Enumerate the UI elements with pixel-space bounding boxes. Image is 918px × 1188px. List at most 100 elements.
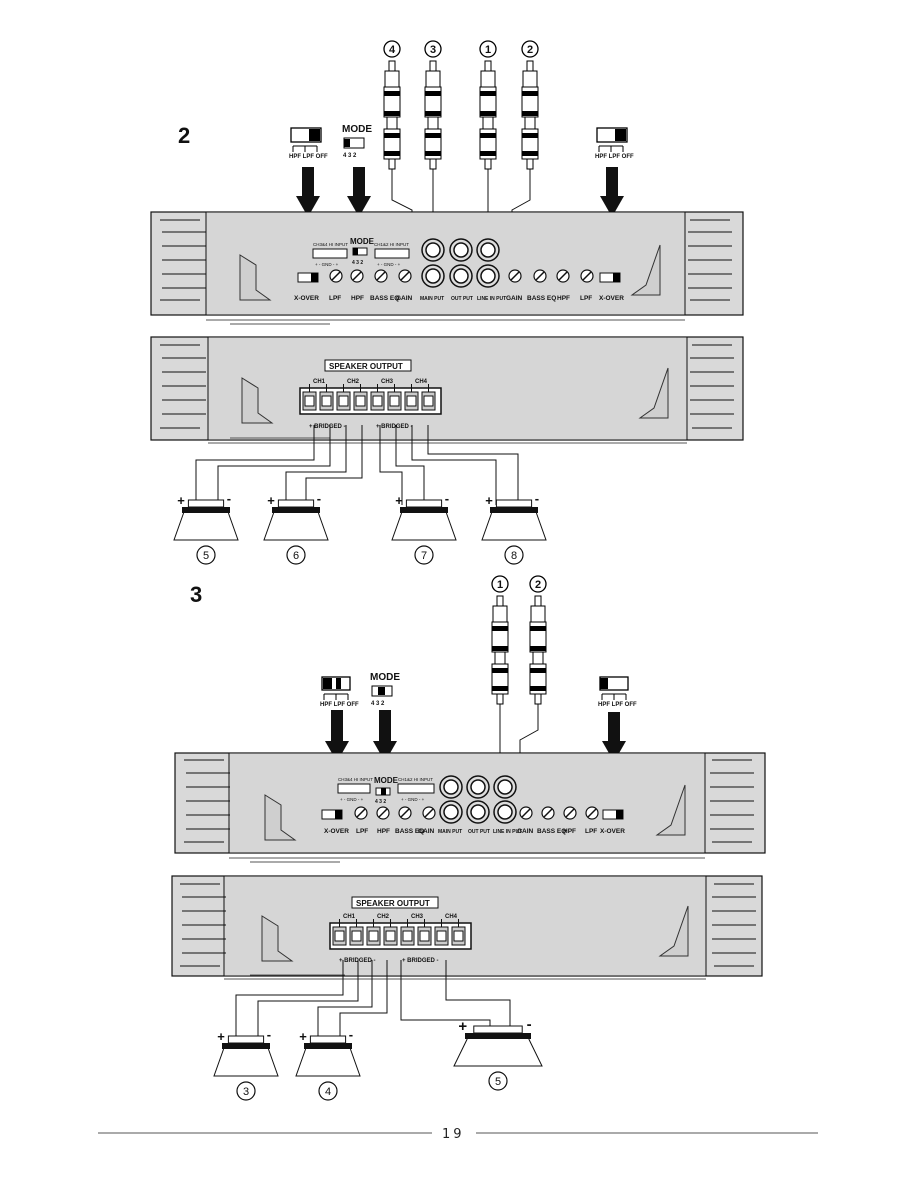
speaker-terminal	[302, 384, 317, 411]
rca-jack	[439, 775, 463, 799]
gnd-label: + - GND - +	[340, 797, 364, 802]
speaker-number: 7	[421, 550, 427, 562]
mode-positions: 4 3 2	[343, 153, 357, 159]
minus-sign: -	[535, 491, 539, 506]
speaker-number: 5	[203, 550, 209, 562]
hi-input-label: CH1&2 HI INPUT	[398, 777, 433, 782]
channel-label: CH4	[445, 914, 458, 920]
speaker-icon: +-3	[213, 1027, 279, 1101]
control-knob	[350, 269, 364, 283]
section-3-label: 3	[190, 582, 202, 607]
jack-label: OUT PUT	[468, 829, 490, 835]
hi-input-label: CH3&4 HI INPUT	[338, 777, 373, 782]
control-knob	[563, 806, 577, 820]
section2-amplifier-control-panel: CH3&4 HI INPUT CH1&2 HI INPUT + - GND - …	[150, 211, 744, 325]
speaker-number: 4	[325, 1086, 331, 1098]
rca-jack	[449, 238, 473, 262]
rca-jack	[421, 238, 445, 262]
channel-label: CH3	[411, 914, 424, 920]
arrow-down-icon	[325, 710, 349, 762]
rca-plug: 2	[521, 40, 539, 170]
channel-label: CH3	[381, 379, 394, 385]
rca-jack	[466, 800, 490, 824]
control-knob	[556, 269, 570, 283]
gnd-label: + - GND - +	[315, 262, 339, 267]
plus-sign: +	[267, 493, 275, 508]
jack-label: OUT PUT	[451, 296, 473, 302]
control-label: LPF	[585, 828, 597, 835]
rca-number: 4	[389, 44, 396, 56]
rca-number: 1	[485, 44, 491, 56]
minus-sign: -	[267, 1027, 271, 1042]
speaker-number: 5	[495, 1076, 501, 1088]
speaker-terminal	[383, 919, 398, 946]
gnd-label: + - GND - +	[377, 262, 401, 267]
control-label: BASS EQ	[537, 828, 566, 835]
control-knob	[354, 806, 368, 820]
minus-sign: -	[317, 491, 321, 506]
jack-label: MAIN PUT	[438, 829, 462, 835]
section2-speaker-output-panel: SPEAKER OUTPUT CH1 CH2 CH3 CH4 + BRIDGED…	[150, 336, 744, 444]
control-label: X-OVER	[294, 295, 319, 302]
jack-label: MAIN PUT	[420, 296, 444, 302]
hi-input-label: CH3&4 HI INPUT	[313, 242, 348, 247]
rca-jack	[476, 238, 500, 262]
rca-plug: 2	[529, 575, 547, 705]
hi-input-label: CH1&2 HI INPUT	[374, 242, 409, 247]
bridged-label: + BRIDGED -	[402, 958, 439, 964]
switch-label: HPF LPF OFF	[598, 702, 637, 708]
section2-mode-switch: MODE 4 3 2	[342, 124, 372, 159]
speaker-icon: +-4	[295, 1027, 361, 1101]
speaker-terminal	[332, 919, 347, 946]
arrow-down-icon	[600, 167, 624, 217]
rca-jack	[476, 264, 500, 288]
channel-label: CH4	[415, 379, 428, 385]
speaker-icon: +-7	[391, 491, 457, 565]
rca-jack	[493, 800, 517, 824]
rca-plug: 3	[424, 40, 442, 170]
control-label: X-OVER	[600, 828, 625, 835]
control-knob	[398, 806, 412, 820]
minus-sign: -	[349, 1027, 353, 1042]
control-label: GAIN	[517, 828, 534, 835]
rca-jack	[493, 775, 517, 799]
speaker-terminal	[400, 919, 415, 946]
speaker-icon: +-6	[263, 491, 329, 565]
speaker-output-title: SPEAKER OUTPUT	[356, 899, 430, 908]
section2-left-xover-switch: HPF LPF OFF	[289, 127, 328, 160]
gnd-label: + - GND - +	[401, 797, 425, 802]
control-knob	[376, 806, 390, 820]
channel-label: CH1	[313, 379, 326, 385]
arrow-down-icon	[602, 712, 626, 762]
mode-label: MODE	[350, 237, 375, 246]
switch-label: HPF LPF OFF	[320, 702, 359, 708]
rca-jack	[421, 264, 445, 288]
channel-label: CH2	[377, 914, 390, 920]
plus-sign: +	[458, 1018, 467, 1035]
section2-speaker-wires	[195, 425, 519, 505]
control-label: GAIN	[396, 295, 413, 302]
control-knob	[580, 269, 594, 283]
control-label: X-OVER	[599, 295, 624, 302]
control-label: HPF	[563, 828, 576, 835]
rca-number: 3	[430, 44, 436, 56]
speaker-output-title: SPEAKER OUTPUT	[329, 362, 403, 371]
switch-label: HPF LPF OFF	[595, 154, 634, 160]
mode-title: MODE	[370, 672, 400, 683]
speaker-terminal	[421, 384, 436, 411]
control-label: BASS EQ	[370, 295, 399, 302]
minus-sign: -	[227, 491, 231, 506]
control-label: GAIN	[418, 828, 435, 835]
bridged-label: + BRIDGED -	[309, 424, 346, 430]
control-knob	[541, 806, 555, 820]
mode-positions: 4 3 2	[352, 260, 363, 266]
control-label: HPF	[377, 828, 390, 835]
control-label: LPF	[329, 295, 341, 302]
speaker-terminal	[404, 384, 419, 411]
rca-plug: 1	[491, 575, 509, 705]
control-knob	[329, 269, 343, 283]
speaker-number: 8	[511, 550, 517, 562]
arrow-down-icon	[296, 167, 320, 217]
speaker-icon: +-5	[173, 491, 239, 565]
